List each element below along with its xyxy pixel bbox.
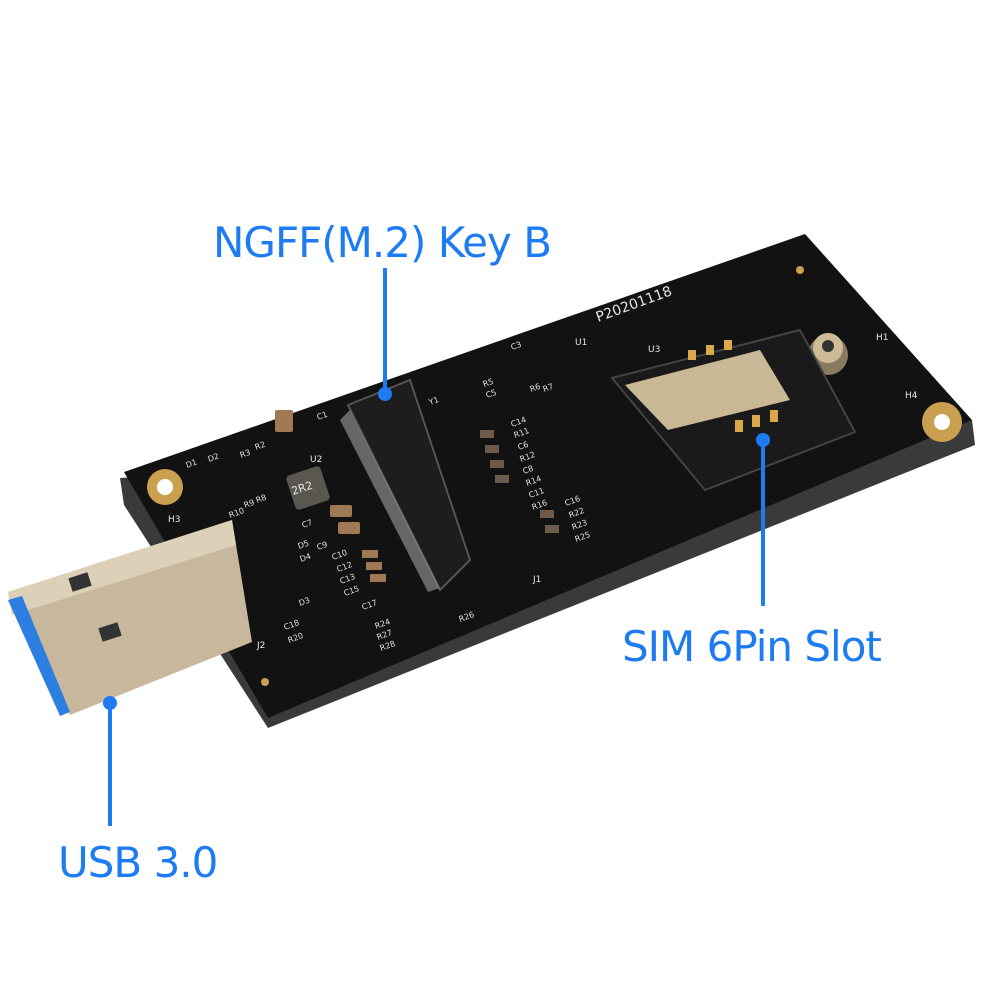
silk-component-label: C6 bbox=[517, 440, 530, 452]
silk-component-label: D5 bbox=[297, 539, 311, 551]
resistor-array bbox=[480, 430, 559, 533]
callout-usb-label: USB 3.0 bbox=[58, 838, 218, 887]
silk-component-label: D3 bbox=[298, 596, 312, 608]
silk-component-label: C9 bbox=[316, 540, 329, 552]
usb-hole bbox=[98, 622, 122, 642]
usb-blue-tongue bbox=[8, 596, 70, 716]
sim-pins bbox=[688, 340, 778, 432]
usb-plug-shell bbox=[8, 520, 252, 715]
silk-component-label: C3 bbox=[510, 340, 523, 352]
silk-h4: H4 bbox=[905, 391, 918, 401]
silk-component-label: D4 bbox=[299, 552, 313, 564]
inductor-2r2 bbox=[286, 466, 330, 510]
capacitors bbox=[275, 410, 386, 582]
silk-component-label: R8 bbox=[255, 493, 268, 505]
silk-component-label: C7 bbox=[301, 518, 314, 530]
callout-line-usb bbox=[103, 696, 117, 826]
silk-j1: J1 bbox=[532, 575, 541, 585]
callout-ngff-label: NGFF(M.2) Key B bbox=[213, 218, 552, 267]
silk-component-label: R9 bbox=[243, 498, 256, 510]
silk-u2: U2 bbox=[310, 455, 322, 465]
callout-line-ngff bbox=[378, 268, 392, 401]
silk-component-label: R2 bbox=[254, 440, 267, 452]
callout-sim-label: SIM 6Pin Slot bbox=[622, 622, 882, 671]
silk-component-label: C5 bbox=[485, 388, 498, 400]
usb-hole bbox=[68, 572, 92, 592]
silk-component-label: C8 bbox=[522, 464, 535, 476]
silk-component-label: R5 bbox=[482, 377, 495, 389]
silk-component-label: R3 bbox=[239, 448, 252, 460]
silk-u3: U3 bbox=[648, 345, 660, 355]
silk-component-label: C1 bbox=[316, 410, 329, 422]
sim-slot-metal bbox=[625, 350, 790, 430]
silk-component-label: D2 bbox=[207, 452, 221, 464]
silk-h3: H3 bbox=[168, 515, 181, 525]
silk-u1: U1 bbox=[575, 338, 587, 348]
silk-h1: H1 bbox=[876, 333, 889, 343]
callout-line-sim bbox=[756, 433, 770, 606]
silk-inductor: 2R2 bbox=[290, 479, 315, 498]
mounting-hole-h4 bbox=[922, 402, 962, 442]
silk-j2: J2 bbox=[256, 641, 265, 651]
silk-component-label: R7 bbox=[542, 382, 555, 394]
mounting-hole-h3 bbox=[147, 469, 183, 505]
silk-component-label: D1 bbox=[185, 458, 199, 470]
silk-component-label: Y1 bbox=[427, 395, 440, 407]
silk-component-label: R6 bbox=[529, 382, 542, 394]
